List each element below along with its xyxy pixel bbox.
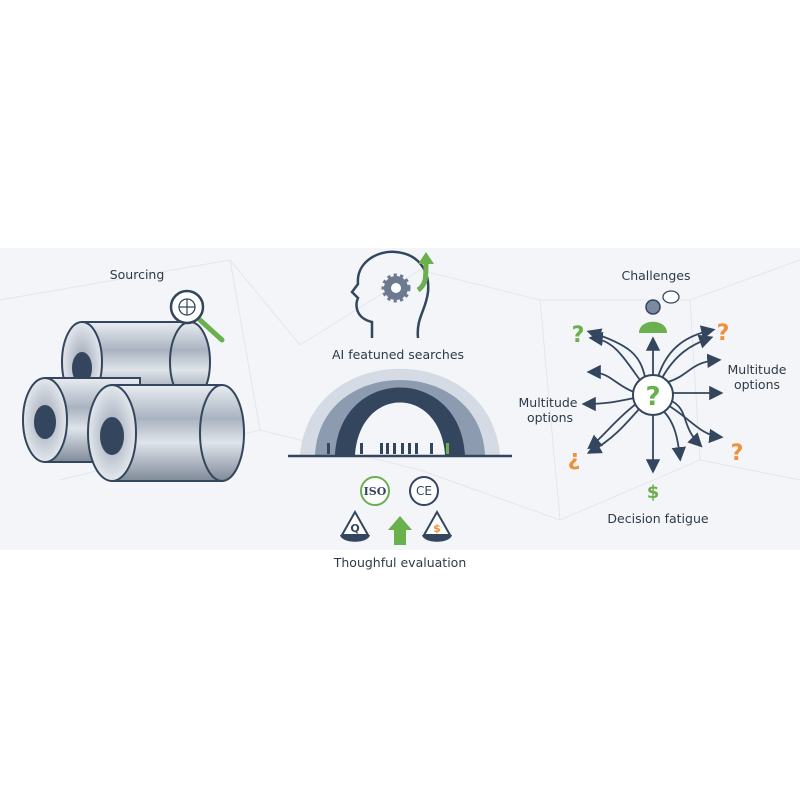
svg-text:ISO: ISO (364, 485, 387, 498)
options-left-line1: Multitude (518, 395, 577, 410)
evaluation-caption: Thoughful evaluation (333, 555, 467, 570)
svg-text:$: $ (433, 522, 441, 535)
svg-text:?: ? (645, 382, 660, 412)
inverted-question-icon: ¿ (568, 446, 581, 471)
question-green-icon: ? (572, 323, 585, 348)
svg-text:Q: Q (350, 522, 359, 535)
head-gear-icon (350, 250, 434, 339)
dollar-icon: $ (647, 482, 660, 503)
quality-scale-icon: Q (340, 509, 370, 542)
challenges-title: Challenges (621, 268, 690, 283)
ce-badge: CE (409, 476, 439, 506)
center-question-icon: ? (632, 374, 674, 416)
magnifier-globe-icon (169, 289, 225, 343)
price-scale-icon: $ (422, 509, 452, 542)
iso-badge: ISO (360, 476, 390, 506)
options-right-line1: Multitude (727, 362, 786, 377)
decision-fatigue-caption: Decision fatigue (607, 511, 708, 526)
steel-coils-illustration (22, 321, 245, 482)
arch-illustration (288, 368, 512, 458)
growth-arrow-icon (418, 252, 434, 264)
svg-text:CE: CE (416, 484, 432, 498)
ai-title: AI featuned searches (332, 347, 464, 362)
person-speech-icon (639, 290, 680, 333)
people-icons (327, 443, 449, 454)
up-arrow-icon (388, 516, 412, 545)
decision-arrows (581, 325, 724, 474)
question-orange-icon-2: ? (731, 441, 744, 466)
question-orange-icon: ? (717, 321, 730, 346)
options-left-line2: options (527, 410, 573, 425)
coil-front (87, 384, 245, 482)
sourcing-title: Sourcing (110, 267, 165, 282)
options-right-line2: options (734, 377, 780, 392)
